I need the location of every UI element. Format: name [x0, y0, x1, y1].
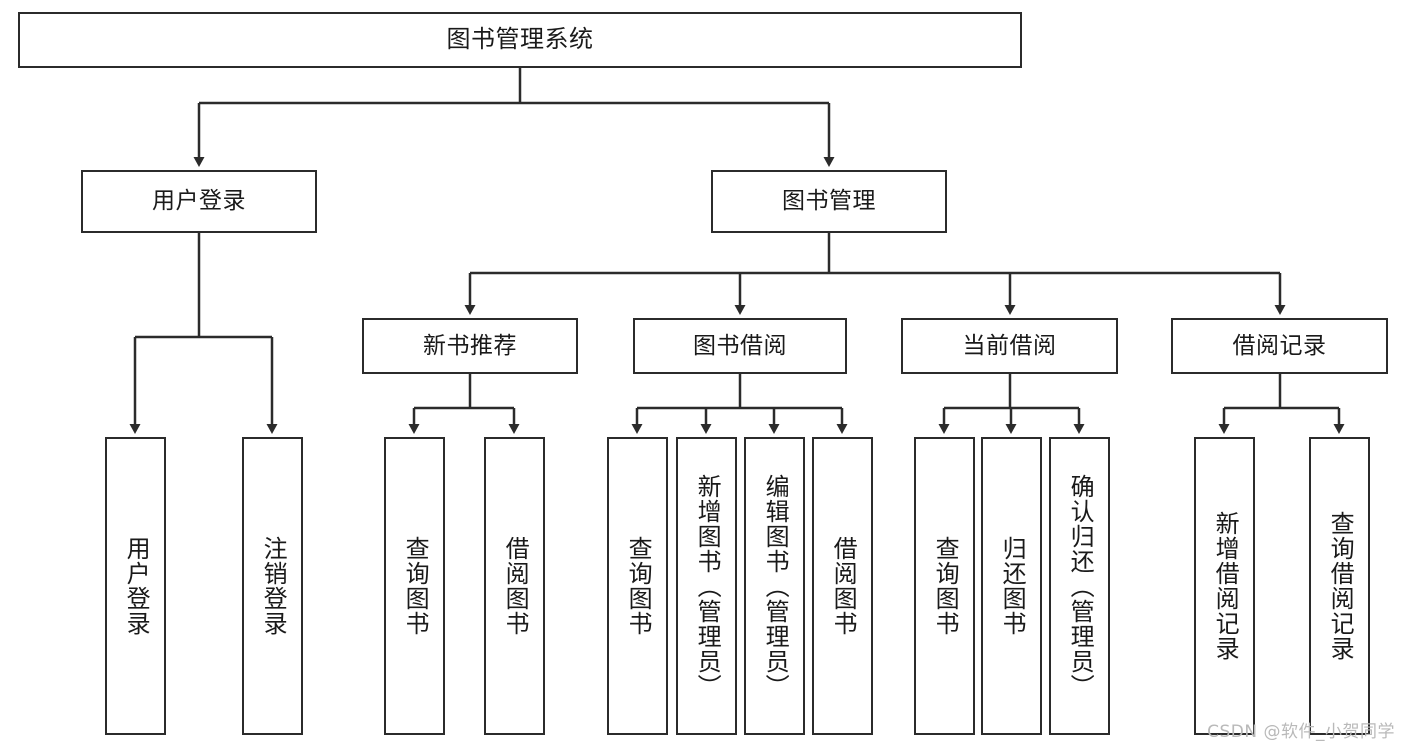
node-label: 图书借阅	[693, 332, 787, 359]
node-label: 归还图书	[998, 536, 1027, 636]
node-label: 确认归还（管理员）	[1066, 473, 1095, 699]
leaf-add-book-admin[interactable]: 新增图书（管理员）	[676, 437, 737, 735]
node-label: 查询图书	[401, 536, 430, 636]
node-label: 查询图书	[931, 536, 960, 636]
node-user-login[interactable]: 用户登录	[81, 170, 317, 233]
node-book-borrow[interactable]: 图书借阅	[633, 318, 847, 374]
node-borrow-record[interactable]: 借阅记录	[1171, 318, 1388, 374]
node-label: 借阅记录	[1232, 332, 1327, 359]
leaf-add-borrow-record[interactable]: 新增借阅记录	[1194, 437, 1255, 735]
leaf-query-book-current[interactable]: 查询图书	[914, 437, 975, 735]
leaf-borrow-book[interactable]: 借阅图书	[812, 437, 873, 735]
node-label: 新增图书（管理员）	[693, 473, 722, 699]
node-current-borrow[interactable]: 当前借阅	[901, 318, 1118, 374]
leaf-return-book[interactable]: 归还图书	[981, 437, 1042, 735]
node-label: 图书管理	[782, 188, 876, 215]
node-book-management[interactable]: 图书管理	[711, 170, 947, 233]
leaf-borrow-book-recommend[interactable]: 借阅图书	[484, 437, 545, 735]
leaf-logout-login[interactable]: 注销登录	[242, 437, 303, 735]
node-label: 查询借阅记录	[1326, 511, 1355, 661]
leaf-query-book-borrow[interactable]: 查询图书	[607, 437, 668, 735]
node-label: 注销登录	[259, 536, 288, 636]
csdn-watermark: CSDN @软件_小贺同学	[1207, 722, 1395, 742]
node-label: 查询图书	[624, 536, 653, 636]
leaf-query-borrow-record[interactable]: 查询借阅记录	[1309, 437, 1370, 735]
leaf-query-book-recommend[interactable]: 查询图书	[384, 437, 445, 735]
node-label: 借阅图书	[501, 536, 530, 636]
leaf-confirm-return-admin[interactable]: 确认归还（管理员）	[1049, 437, 1110, 735]
node-root-book-management-system[interactable]: 图书管理系统	[18, 12, 1022, 68]
node-label: 编辑图书（管理员）	[761, 473, 790, 699]
node-label: 当前借阅	[962, 332, 1057, 359]
node-label: 借阅图书	[829, 536, 858, 636]
node-new-book-recommend[interactable]: 新书推荐	[362, 318, 578, 374]
leaf-user-login[interactable]: 用户登录	[105, 437, 166, 735]
node-label: 用户登录	[122, 536, 151, 636]
leaf-edit-book-admin[interactable]: 编辑图书（管理员）	[744, 437, 805, 735]
node-label: 用户登录	[152, 188, 246, 215]
node-label: 新书推荐	[423, 332, 517, 359]
node-label: 新增借阅记录	[1211, 511, 1240, 661]
node-label: 图书管理系统	[446, 25, 594, 54]
